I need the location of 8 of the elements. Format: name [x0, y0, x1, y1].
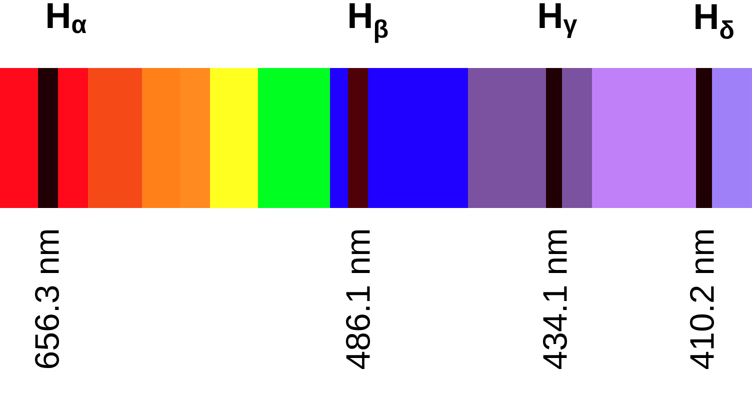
wavelength-label: 656.3 nm [34, 230, 60, 368]
wavelength-label: 434.1 nm [542, 230, 568, 369]
line-label: H$_{γ}$ [540, 3, 578, 38]
line-label: H$_{β}$ [350, 3, 388, 43]
wavelength-label: 486.1 nm [346, 230, 370, 369]
line-label: H$_{δ}$ [696, 4, 734, 39]
line-label: H$_{α}$ [48, 3, 86, 34]
wavelength-label: 410.2 nm [690, 230, 714, 369]
